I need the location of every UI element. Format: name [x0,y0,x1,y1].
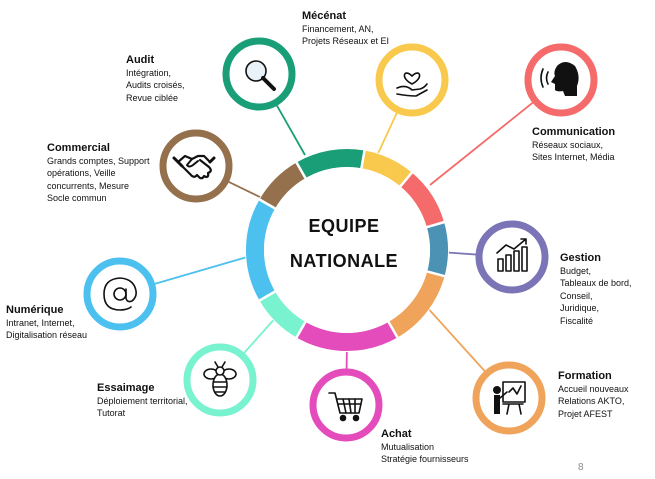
node-circle [309,368,383,442]
label-line: Réseaux sociaux, [532,140,604,150]
node-audit [222,37,296,111]
node-mecenat [375,43,449,117]
label-numerique: Numérique Intranet, Internet, Digitalisa… [6,304,87,342]
node-gestion [475,220,549,294]
bar-chart-icon [496,238,528,272]
label-audit: Audit Intégration, Audits croisés, Revue… [126,54,185,104]
label-line: Relations AKTO, [558,396,625,407]
handshake-icon [172,154,216,180]
node-commercial [159,129,233,203]
label-title: Essaimage [97,382,155,394]
ring-divider [258,197,277,211]
label-title: Gestion [560,252,601,264]
speaking-head-icon [540,62,579,96]
ring-divider [360,149,366,170]
label-line: Tableaux de bord, [560,278,632,289]
label-line: Sites Internet, Média [532,152,615,163]
label-formation: Formation Accueil nouveaux Relations AKT… [558,370,629,420]
label-line: opérations, Veille [47,168,116,179]
ring-divider [294,161,308,180]
ring-divider [294,320,308,339]
ring-segment [426,222,448,277]
hand-heart-icon [396,72,428,97]
ring-divider [386,320,400,339]
node-numerique [83,257,157,331]
label-line: Déploiement territorial, [97,396,188,406]
ring-divider [398,171,414,188]
label-mecenat: Mécénat Financement, AN, Projets Réseaux… [302,10,389,48]
label-title: Mécénat [302,10,347,22]
label-line: Intégration, [126,68,172,78]
label-essaimage: Essaimage Déploiement territorial, Tutor… [97,382,188,420]
ring-segment [388,271,445,338]
label-communication: Communication Réseaux sociaux, Sites Int… [532,126,615,164]
label-title: Audit [126,54,155,66]
ring-divider [258,289,277,303]
label-line: Conseil, [560,290,593,301]
ring-divider [425,270,446,278]
ring-segment [361,150,412,187]
label-line: Grands comptes, Support [47,156,150,166]
ring-segment [296,321,398,351]
ring-center [264,167,430,333]
label-line: Budget, [560,266,592,276]
label-commercial: Commercial Grands comptes, Support opéra… [47,142,150,205]
label-line: Fiscalité [560,315,594,326]
label-line: Mutualisation [381,442,435,452]
node-circles [83,37,598,442]
label-line: Intranet, Internet, [6,318,75,328]
node-achat [309,368,383,442]
center-title-line2: NATIONALE [289,251,399,271]
label-title: Numérique [6,304,64,316]
node-circle [159,129,233,203]
shopping-cart-icon [328,392,363,422]
label-line: Projet AFEST [558,408,613,419]
ring-segment [259,162,306,209]
label-line: Audits croisés, [126,80,185,91]
label-line: Tutorat [97,408,126,419]
label-line: Juridique, [560,303,600,314]
label-line: Financement, AN, [302,24,374,34]
label-line: Accueil nouveaux [558,384,629,394]
center-title: EQUIPE NATIONALE [264,216,424,272]
ring-divider [425,220,446,229]
label-line: Projets Réseaux et EI [302,36,390,47]
label-line: concurrents, Mesure [47,180,130,191]
page-number: 8 [578,462,584,473]
node-circle [375,43,449,117]
ring-segment [259,291,306,338]
label-title: Formation [558,370,612,382]
label-line: Digitalisation réseau [6,330,88,341]
label-title: Commercial [47,142,110,154]
label-gestion: Gestion Budget, Tableaux de bord, Consei… [560,252,632,327]
label-title: Communication [532,126,616,138]
magnifier-icon [245,60,276,91]
ring-segment [296,149,365,179]
center-title-line1: EQUIPE [308,216,380,236]
bee-icon [203,361,237,397]
node-circle [83,257,157,331]
node-formation [472,361,546,435]
at-sign-icon [103,277,137,311]
central-ring [245,148,449,352]
node-communication [524,43,598,117]
ring-segment [246,199,276,301]
ring-segment [400,172,445,228]
label-achat: Achat Mutualisation Stratégie fournisseu… [381,428,469,466]
label-line: Revue ciblée [126,92,179,103]
label-line: Socle commun [47,193,107,204]
node-essaimage [183,343,257,417]
label-title: Achat [381,428,412,440]
teacher-board-icon [493,381,526,415]
node-circle [475,220,549,294]
label-line: Stratégie fournisseurs [381,454,469,465]
